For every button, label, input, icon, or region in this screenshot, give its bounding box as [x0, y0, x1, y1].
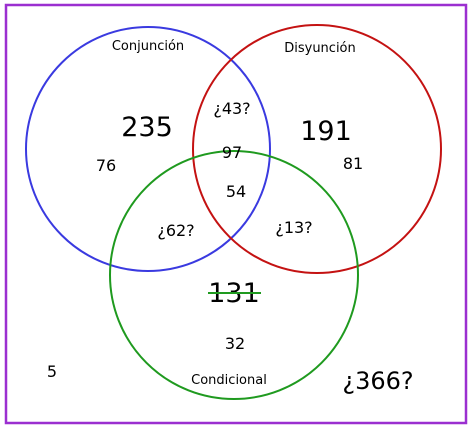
universe-frame	[4, 3, 468, 425]
region-conjuncion-disyuncion: ¿43?	[213, 99, 250, 118]
universe-total: ¿366?	[342, 367, 413, 395]
label-conjuncion: Conjunción	[112, 39, 184, 54]
circle-condicional	[109, 150, 359, 400]
region-outside: 5	[47, 362, 57, 381]
total-disyuncion: 191	[300, 116, 352, 147]
region-only-conjuncion: 76	[96, 156, 116, 175]
circle-disyuncion	[192, 24, 442, 274]
region-disyuncion-condicional: ¿13?	[275, 218, 312, 237]
region-all-three: 54	[226, 182, 246, 201]
region-conjuncion-condicional: ¿62?	[157, 221, 194, 240]
total-conjuncion: 235	[121, 112, 173, 143]
region-only-disyuncion: 81	[343, 154, 363, 173]
label-condicional: Condicional	[191, 373, 267, 388]
circle-conjuncion	[25, 26, 271, 272]
region-only-condicional: 32	[225, 334, 245, 353]
region-conjuncion-disyuncion-top: 97	[222, 143, 242, 162]
label-disyuncion: Disyunción	[284, 41, 356, 56]
